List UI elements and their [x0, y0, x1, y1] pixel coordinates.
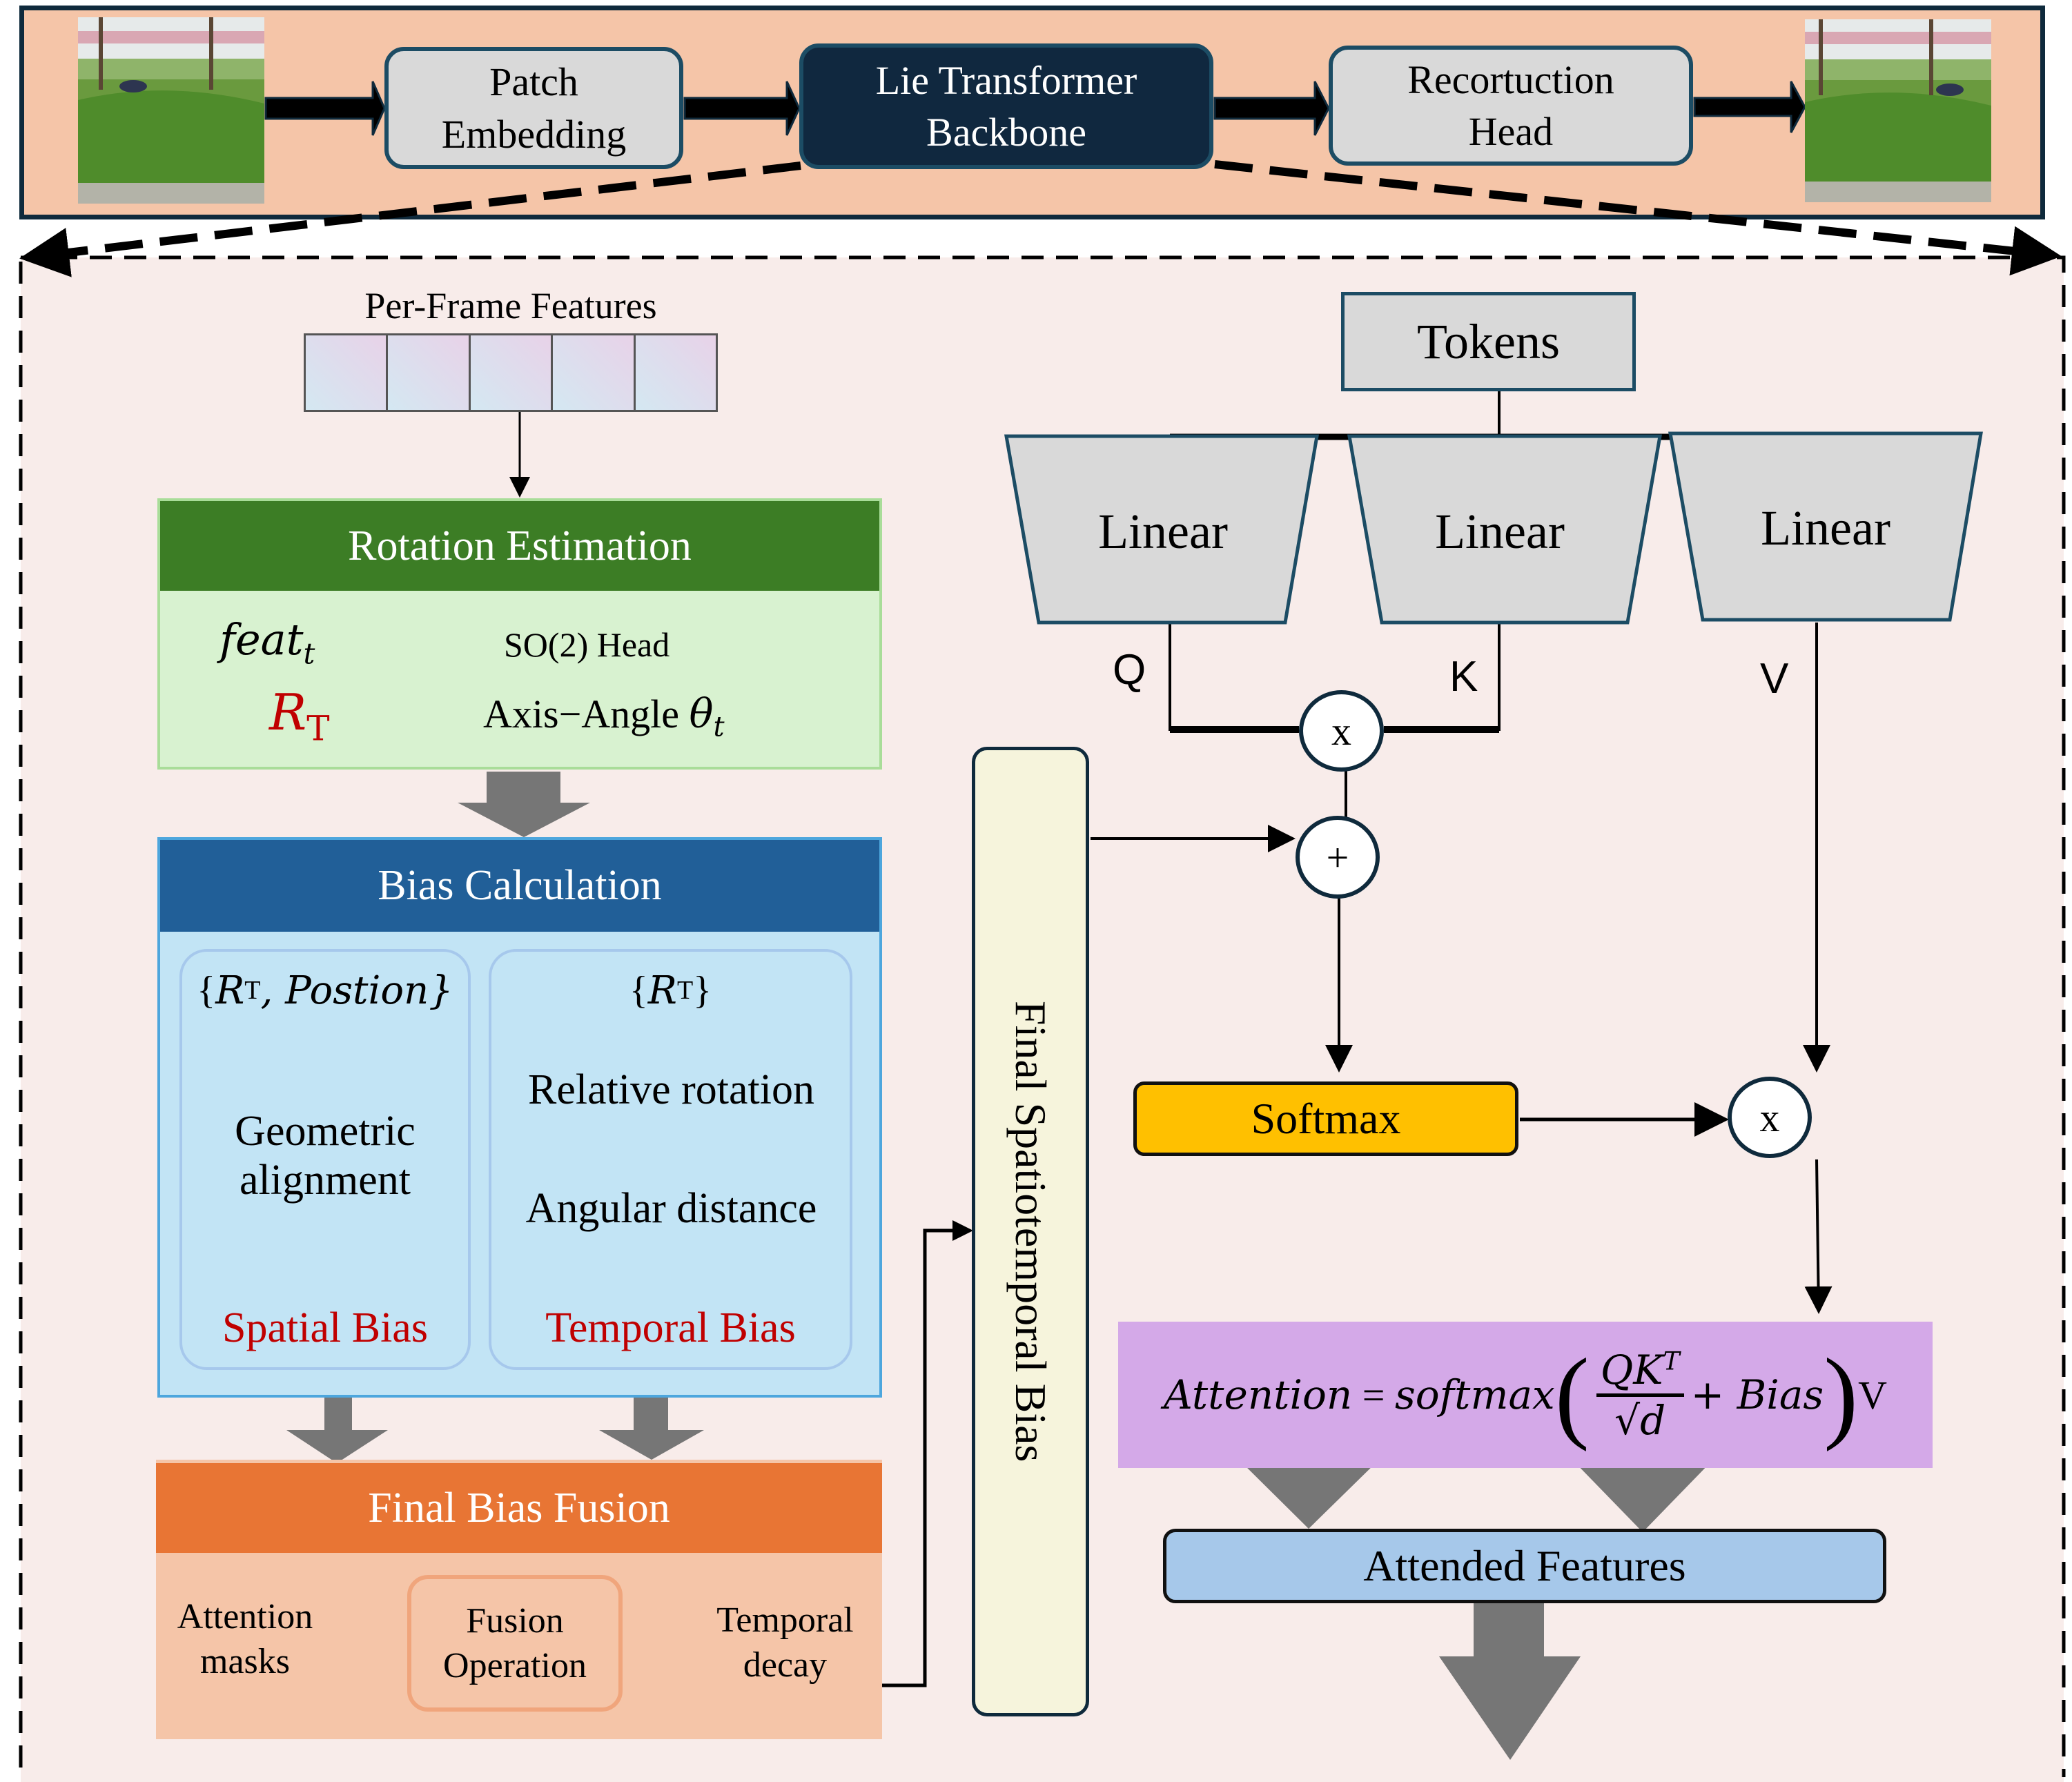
block-arrow-spatial-to-fusion — [286, 1398, 388, 1463]
feature-cell — [388, 335, 471, 410]
r-t-output: RT — [269, 683, 330, 749]
output-image — [1805, 19, 1991, 202]
temporal-bias-output: Temporal Bias — [545, 1304, 796, 1352]
linear-v-shape — [1668, 431, 1983, 622]
softmax-box: Softmax — [1133, 1081, 1518, 1156]
linear-v-label: Linear — [1761, 500, 1890, 556]
angular-distance-label: Angular distance — [525, 1185, 817, 1233]
tokens-box: Tokens — [1341, 292, 1636, 391]
panel-dashed-border — [19, 255, 2066, 1777]
head-line1: Recortuction — [1407, 57, 1614, 102]
linear-q-shape — [1004, 434, 1319, 625]
axis-angle-label: Axis−Angle θt — [483, 690, 725, 743]
feature-cell — [470, 335, 554, 410]
final-spatiotemporal-bias-label: Final Spatiotemporal Bias — [1006, 1001, 1055, 1462]
attention-masks-label: Attention masks — [177, 1597, 313, 1681]
final-bias-fusion-header: Final Bias Fusion — [156, 1463, 882, 1553]
linear-q-label: Linear — [1098, 503, 1228, 559]
zoom-line-left — [19, 161, 801, 277]
lie-transformer-backbone-box: Lie Transformer Backbone — [799, 43, 1213, 169]
bias-calculation-block: Bias Calculation — [157, 837, 882, 1398]
v-label: V — [1760, 655, 1789, 703]
arrow-image-to-patch — [264, 81, 386, 136]
block-arrow-output — [1439, 1577, 1581, 1760]
input-image — [78, 17, 264, 204]
fusion-operation-box: Fusion Operation — [407, 1575, 623, 1712]
patch-embedding-box: Patch Embedding — [384, 47, 683, 169]
zoom-line-right — [1214, 160, 2062, 276]
k-label: K — [1449, 653, 1478, 701]
bias-calculation-title: Bias Calculation — [378, 862, 662, 909]
block-arrow-temporal-to-fusion — [599, 1398, 704, 1460]
head-line2: Head — [1468, 109, 1554, 154]
feat-t-label: featt — [219, 614, 315, 671]
multiply-qk-op: x — [1299, 690, 1384, 772]
so2-head-label: SO(2) Head — [504, 625, 670, 664]
attention-formula-box: Attention = softmax ( QKT √d + Bias ) V — [1118, 1322, 1933, 1468]
q-label: Q — [1113, 646, 1146, 694]
formula-fraction: QKT √d — [1596, 1347, 1684, 1444]
bias-calculation-header: Bias Calculation — [160, 840, 879, 932]
arrow-backbone-to-head — [1213, 81, 1330, 136]
feature-cell — [635, 335, 716, 410]
rotation-estimation-header: Rotation Estimation — [160, 501, 879, 591]
per-frame-feature-strip — [304, 333, 718, 412]
final-bias-fusion-block: Final Bias Fusion — [156, 1460, 882, 1739]
feature-cell — [306, 335, 389, 410]
patch-embedding-line2: Embedding — [441, 111, 627, 157]
final-spatiotemporal-bias-box: Final Spatiotemporal Bias — [972, 747, 1089, 1716]
linear-k-label: Linear — [1435, 503, 1565, 559]
per-frame-features-label: Per-Frame Features — [364, 284, 657, 326]
temporal-bias-card — [489, 949, 852, 1370]
rotation-estimation-title: Rotation Estimation — [348, 522, 692, 569]
patch-embedding-line1: Patch — [489, 59, 578, 105]
pipeline-arrows — [264, 81, 1806, 136]
formula-lhs: Attention — [1163, 1371, 1353, 1418]
formula-v: V — [1858, 1372, 1888, 1418]
arrow-head-to-output — [1693, 81, 1806, 133]
formula-plus-bias: + Bias — [1690, 1371, 1824, 1418]
backbone-line1: Lie Transformer — [875, 57, 1137, 103]
geometric-alignment-label: Geometric alignment — [235, 1107, 416, 1204]
spatial-bias-card — [179, 949, 471, 1370]
spatial-bias-output: Spatial Bias — [222, 1304, 428, 1352]
add-bias-op: + — [1296, 816, 1380, 899]
feature-cell — [553, 335, 636, 410]
linear-k-shape — [1347, 434, 1662, 625]
attended-features-box: Attended Features — [1163, 1529, 1886, 1603]
final-bias-fusion-title: Final Bias Fusion — [368, 1484, 670, 1531]
temporal-decay-label: Temporal decay — [716, 1600, 854, 1685]
reconstruction-head-box: Recortuction Head — [1329, 46, 1693, 166]
formula-eq: = — [1352, 1372, 1395, 1418]
backbone-line2: Backbone — [926, 110, 1086, 155]
multiply-v-op: x — [1728, 1077, 1812, 1158]
arrow-patch-to-backbone — [683, 81, 801, 136]
block-arrow-rot-to-bias — [458, 772, 590, 837]
formula-fn: softmax — [1395, 1371, 1555, 1418]
relative-rotation-label: Relative rotation — [528, 1066, 814, 1114]
rotation-estimation-block: Rotation Estimation — [157, 498, 882, 770]
